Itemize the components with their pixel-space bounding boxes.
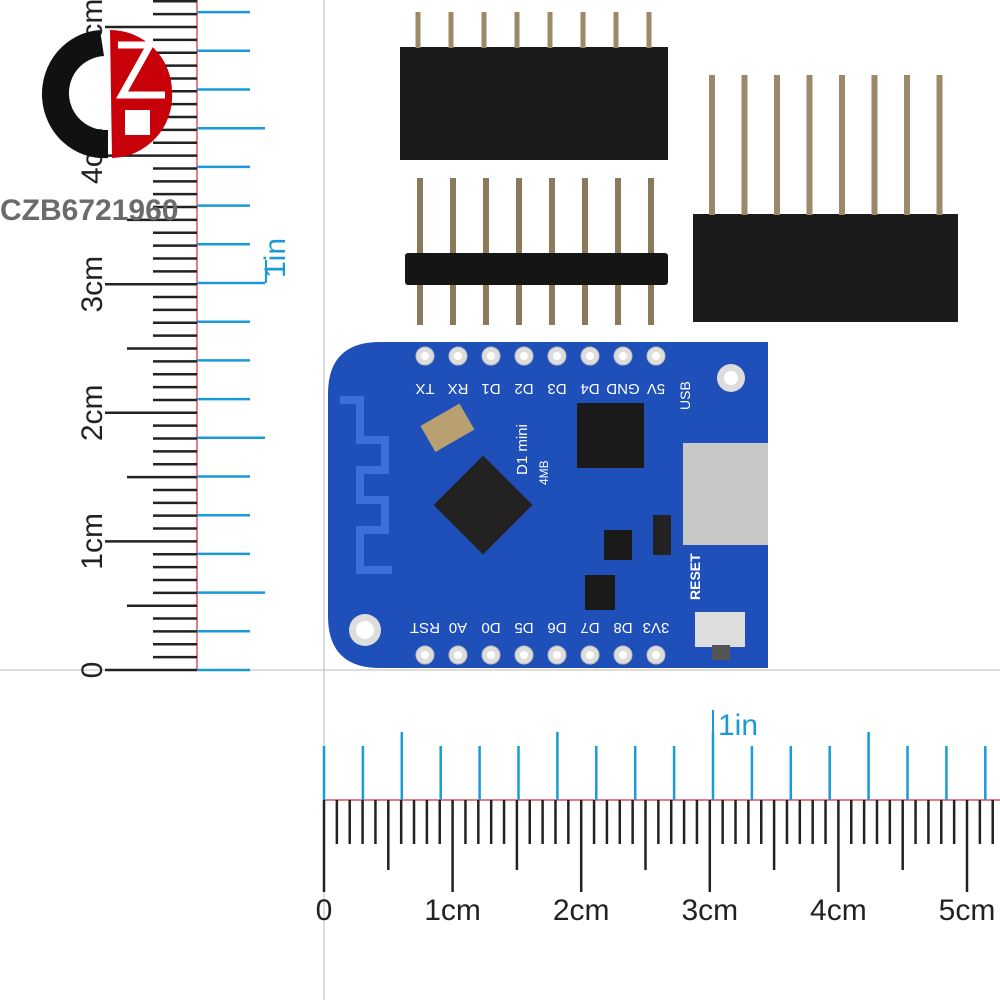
ruler-cm-label: 3cm: [681, 894, 738, 927]
silk-flash: 4MB: [537, 460, 551, 485]
header-pin: [547, 12, 553, 48]
header-pin: [646, 12, 652, 48]
header-pin: [774, 75, 780, 215]
header-pin: [582, 178, 588, 325]
header-pin: [415, 12, 421, 48]
pin-label-top: RX: [448, 380, 469, 397]
pin-hole: [487, 651, 495, 659]
ruler-cm-label: 5cm: [939, 894, 996, 927]
header-pins: [400, 12, 958, 325]
micro-usb-port: [683, 443, 768, 545]
header-pin: [615, 178, 621, 325]
header-pin: [613, 12, 619, 48]
pin-label-bottom: D0: [481, 619, 500, 636]
silk-usb: USB: [677, 381, 693, 410]
pin-label-bottom: D7: [580, 619, 599, 636]
pin-label-bottom: 3V3: [643, 619, 670, 636]
pin-label-bottom: D6: [547, 619, 566, 636]
ruler-inch-label: 1in: [259, 238, 292, 278]
pin-hole: [619, 651, 627, 659]
header-pin: [806, 75, 813, 215]
pin-hole: [487, 352, 495, 360]
crystal: [420, 403, 475, 452]
pin-hole: [553, 352, 561, 360]
pin-label-top: D2: [514, 380, 533, 397]
header-pin: [417, 178, 423, 325]
pin-label-top: TX: [415, 380, 434, 397]
header-pin: [481, 12, 487, 48]
header-pin: [450, 178, 456, 325]
antenna-trace: [340, 396, 392, 574]
mount-hole-center: [356, 621, 374, 639]
pin-hole: [553, 651, 561, 659]
header-pin: [514, 12, 520, 48]
header-pin: [580, 12, 586, 48]
ruler-cm-label: 1cm: [424, 894, 481, 927]
header-pin: [448, 12, 454, 48]
pin-hole: [586, 651, 594, 659]
pin-label-top: D4: [580, 380, 599, 397]
header-pin: [904, 75, 910, 215]
mount-hole-center: [724, 371, 738, 385]
ruler-inch-label: 1in: [718, 709, 758, 742]
ruler-cm-label: 2cm: [76, 384, 109, 441]
ruler-cm-label: 0: [316, 894, 333, 927]
regulator: [585, 575, 615, 610]
pin-hole: [652, 352, 660, 360]
pin-label-bottom: D5: [514, 619, 533, 636]
pin-label-top: D3: [547, 380, 566, 397]
brand-logo: [41, 30, 173, 159]
ruler-cm-label: 3cm: [76, 256, 109, 313]
female-header-short: [400, 47, 668, 160]
pin-hole: [421, 651, 429, 659]
header-pin: [549, 178, 555, 325]
pin-hole: [421, 352, 429, 360]
pin-label-bottom: D8: [613, 619, 632, 636]
header-pin: [483, 178, 489, 325]
header-pin: [709, 75, 715, 215]
ruler-cm-label: 2cm: [553, 894, 610, 927]
pin-label-top: GND: [606, 380, 640, 397]
header-pin: [741, 75, 748, 215]
female-header-long: [693, 214, 958, 322]
reset-button-actuator: [712, 645, 730, 660]
ruler-cm-label: 1cm: [76, 513, 109, 570]
pin-hole: [652, 651, 660, 659]
pin-hole: [586, 352, 594, 360]
header-pin: [936, 75, 943, 215]
logo-text: CZB6721960: [0, 194, 178, 227]
diode: [653, 515, 671, 555]
ruler-cm-label: 4cm: [810, 894, 867, 927]
pin-label-top: 5V: [647, 380, 665, 397]
header-pin: [871, 75, 878, 215]
header-pin: [516, 178, 522, 325]
pin-hole: [454, 651, 462, 659]
pin-label-bottom: A0: [449, 619, 467, 636]
pin-label-top: D1: [481, 380, 500, 397]
header-pin: [648, 178, 654, 325]
transistor: [604, 530, 632, 560]
ruler-cm-label: 0: [76, 662, 109, 679]
pin-hole: [520, 651, 528, 659]
header-pin: [839, 75, 845, 215]
pin-hole: [520, 352, 528, 360]
silk-model: D1 mini: [514, 424, 531, 475]
silk-reset: RESET: [687, 553, 703, 600]
pin-hole: [619, 352, 627, 360]
flash-chip: [577, 403, 644, 468]
pin-hole: [454, 352, 462, 360]
pin-label-bottom: RST: [410, 619, 440, 636]
male-header: [405, 253, 668, 285]
reset-button: [695, 612, 745, 647]
